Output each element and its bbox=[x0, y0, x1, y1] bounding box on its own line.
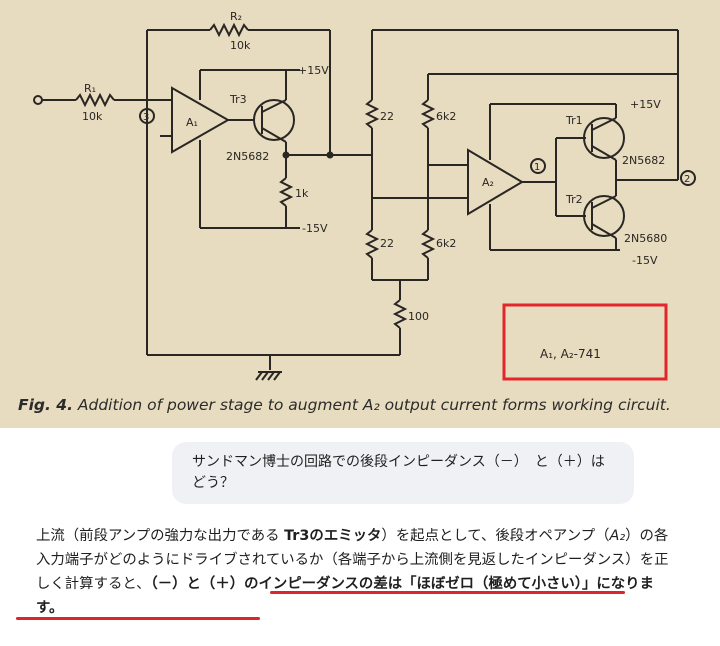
circuit-schematic bbox=[33, 22, 696, 381]
label-6k2-bottom: 6k2 bbox=[436, 237, 456, 250]
resistor-22-bottom bbox=[364, 229, 380, 259]
label-minus15-left: -15V bbox=[302, 222, 328, 235]
label-minus15-right: -15V bbox=[632, 254, 658, 267]
user-message-bubble: サンドマン博士の回路での後段インピーダンス（－） と（＋）は どう？ bbox=[172, 442, 634, 504]
label-1k: 1k bbox=[295, 187, 309, 200]
answer-part-2: ）を起点として、後段オペアンプ（ bbox=[381, 528, 610, 544]
highlight-box bbox=[502, 303, 668, 381]
resistor-6k2-top bbox=[420, 99, 436, 129]
answer-bold-conclusion: （－）と（＋）のインピーダンスの差は「ほぼゼロ（極めて小さい）」になります。 bbox=[36, 576, 654, 616]
label-a2: A₂ bbox=[482, 176, 494, 189]
node-1-marker bbox=[530, 158, 546, 174]
label-node-1: 1 bbox=[534, 162, 540, 173]
figure-caption: Fig. 4. Addition of power stage to augme… bbox=[18, 396, 671, 414]
circuit-figure: R₂ 10k R₁ 10k 3 A₁ Tr3 2N5682 +15V 1k -1… bbox=[0, 0, 720, 428]
label-a1: A₁ bbox=[186, 116, 198, 129]
answer-part-4: ）の各入力端子がどのようにドライブされているか（各端子から上流側を見返したインピ… bbox=[36, 528, 669, 592]
transistor-tr1 bbox=[583, 117, 625, 159]
transistor-tr3 bbox=[253, 99, 295, 141]
transistor-tr2 bbox=[583, 195, 625, 237]
label-tr1-part: 2N5682 bbox=[622, 154, 665, 167]
opamp-a1 bbox=[171, 86, 231, 154]
assistant-response: 上流（前段アンプの強力な出力である Tr3のエミッタ）を起点として、後段オペアン… bbox=[36, 524, 676, 620]
red-underline-2 bbox=[16, 617, 260, 620]
resistor-r2 bbox=[209, 22, 249, 38]
resistor-1k bbox=[278, 177, 294, 207]
opamp-a2 bbox=[467, 148, 524, 216]
label-r1-value: 10k bbox=[82, 110, 103, 123]
label-r22-bottom: 22 bbox=[380, 237, 394, 250]
user-message-text: サンドマン博士の回路での後段インピーダンス（－） と（＋）は どう？ bbox=[192, 454, 619, 491]
label-r22-top: 22 bbox=[380, 110, 394, 123]
figure-caption-text: Addition of power stage to augment A₂ ou… bbox=[77, 396, 671, 414]
label-r100: 100 bbox=[408, 310, 429, 323]
label-tr2-part: 2N5680 bbox=[624, 232, 667, 245]
label-node-3: 3 bbox=[143, 112, 149, 123]
label-r2: R₂ bbox=[230, 10, 242, 23]
label-node-2: 2 bbox=[684, 174, 690, 185]
label-tr2: Tr2 bbox=[565, 193, 583, 206]
answer-bold-tr3: Tr3のエミッタ bbox=[284, 528, 382, 544]
label-plus15-top: +15V bbox=[298, 64, 329, 77]
answer-part-a2: A₂ bbox=[609, 528, 626, 544]
resistor-100 bbox=[392, 299, 408, 329]
label-r2-value: 10k bbox=[230, 39, 251, 52]
node-2-marker bbox=[680, 170, 696, 186]
resistor-6k2-bottom bbox=[420, 229, 436, 259]
answer-part-1: 上流（前段アンプの強力な出力である bbox=[36, 528, 285, 544]
resistor-22-top bbox=[364, 99, 380, 129]
red-underline-1 bbox=[270, 591, 625, 594]
label-opamp-note: A₁, A₂-741 bbox=[540, 347, 601, 361]
circuit-labels: R₂ 10k R₁ 10k 3 A₁ Tr3 2N5682 +15V 1k -1… bbox=[82, 10, 690, 361]
label-tr1: Tr1 bbox=[565, 114, 583, 127]
label-tr3-part: 2N5682 bbox=[226, 150, 269, 163]
resistor-r1 bbox=[75, 92, 115, 108]
label-tr3: Tr3 bbox=[229, 93, 247, 106]
label-plus15-right: +15V bbox=[630, 98, 661, 111]
label-r1: R₁ bbox=[84, 82, 96, 95]
figure-caption-number: Fig. 4. bbox=[18, 396, 73, 414]
label-6k2-top: 6k2 bbox=[436, 110, 456, 123]
